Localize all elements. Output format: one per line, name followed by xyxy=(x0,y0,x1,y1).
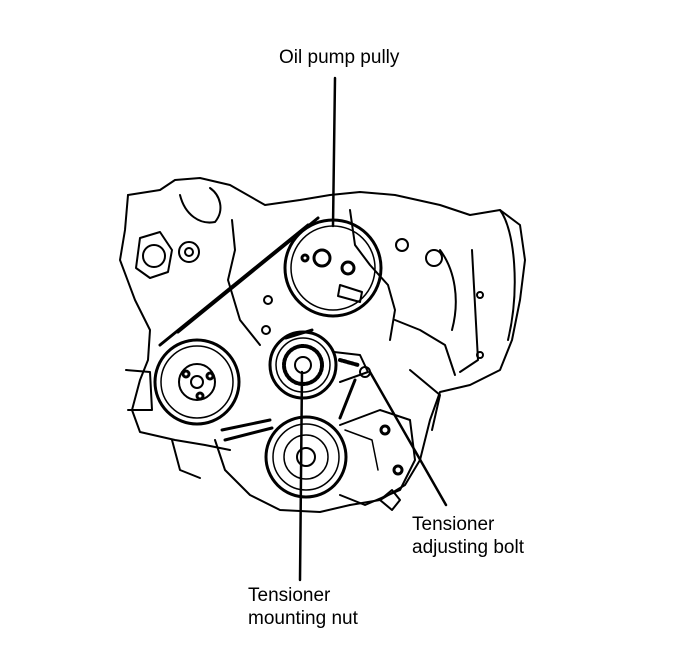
oil-pump-pulley-label: Oil pump pully xyxy=(279,46,399,69)
oil-pump-pulley-text: Oil pump pully xyxy=(279,47,400,68)
adjusting-bolt-line-1: Tensioner xyxy=(412,514,495,535)
mounting-nut-line-2: mounting nut xyxy=(248,608,358,629)
engine-block xyxy=(119,177,526,513)
tensioner-pulley xyxy=(268,330,371,400)
mounting-nut-leader xyxy=(298,370,304,582)
oil-pump-pulley xyxy=(283,218,383,318)
leader-lines xyxy=(298,76,448,582)
adjusting-bolt-leader xyxy=(368,370,448,507)
mounting-nut-line-1: Tensioner xyxy=(248,585,331,606)
oil-pump-leader xyxy=(331,76,337,228)
crankshaft-pulley xyxy=(153,338,241,426)
compressor-pulley xyxy=(264,409,416,506)
tensioner-adjusting-bolt-label: Tensioner adjusting bolt xyxy=(412,513,524,559)
adjusting-bolt-line-2: adjusting bolt xyxy=(412,537,524,558)
tensioner-mounting-nut-label: Tensioner mounting nut xyxy=(248,584,358,630)
